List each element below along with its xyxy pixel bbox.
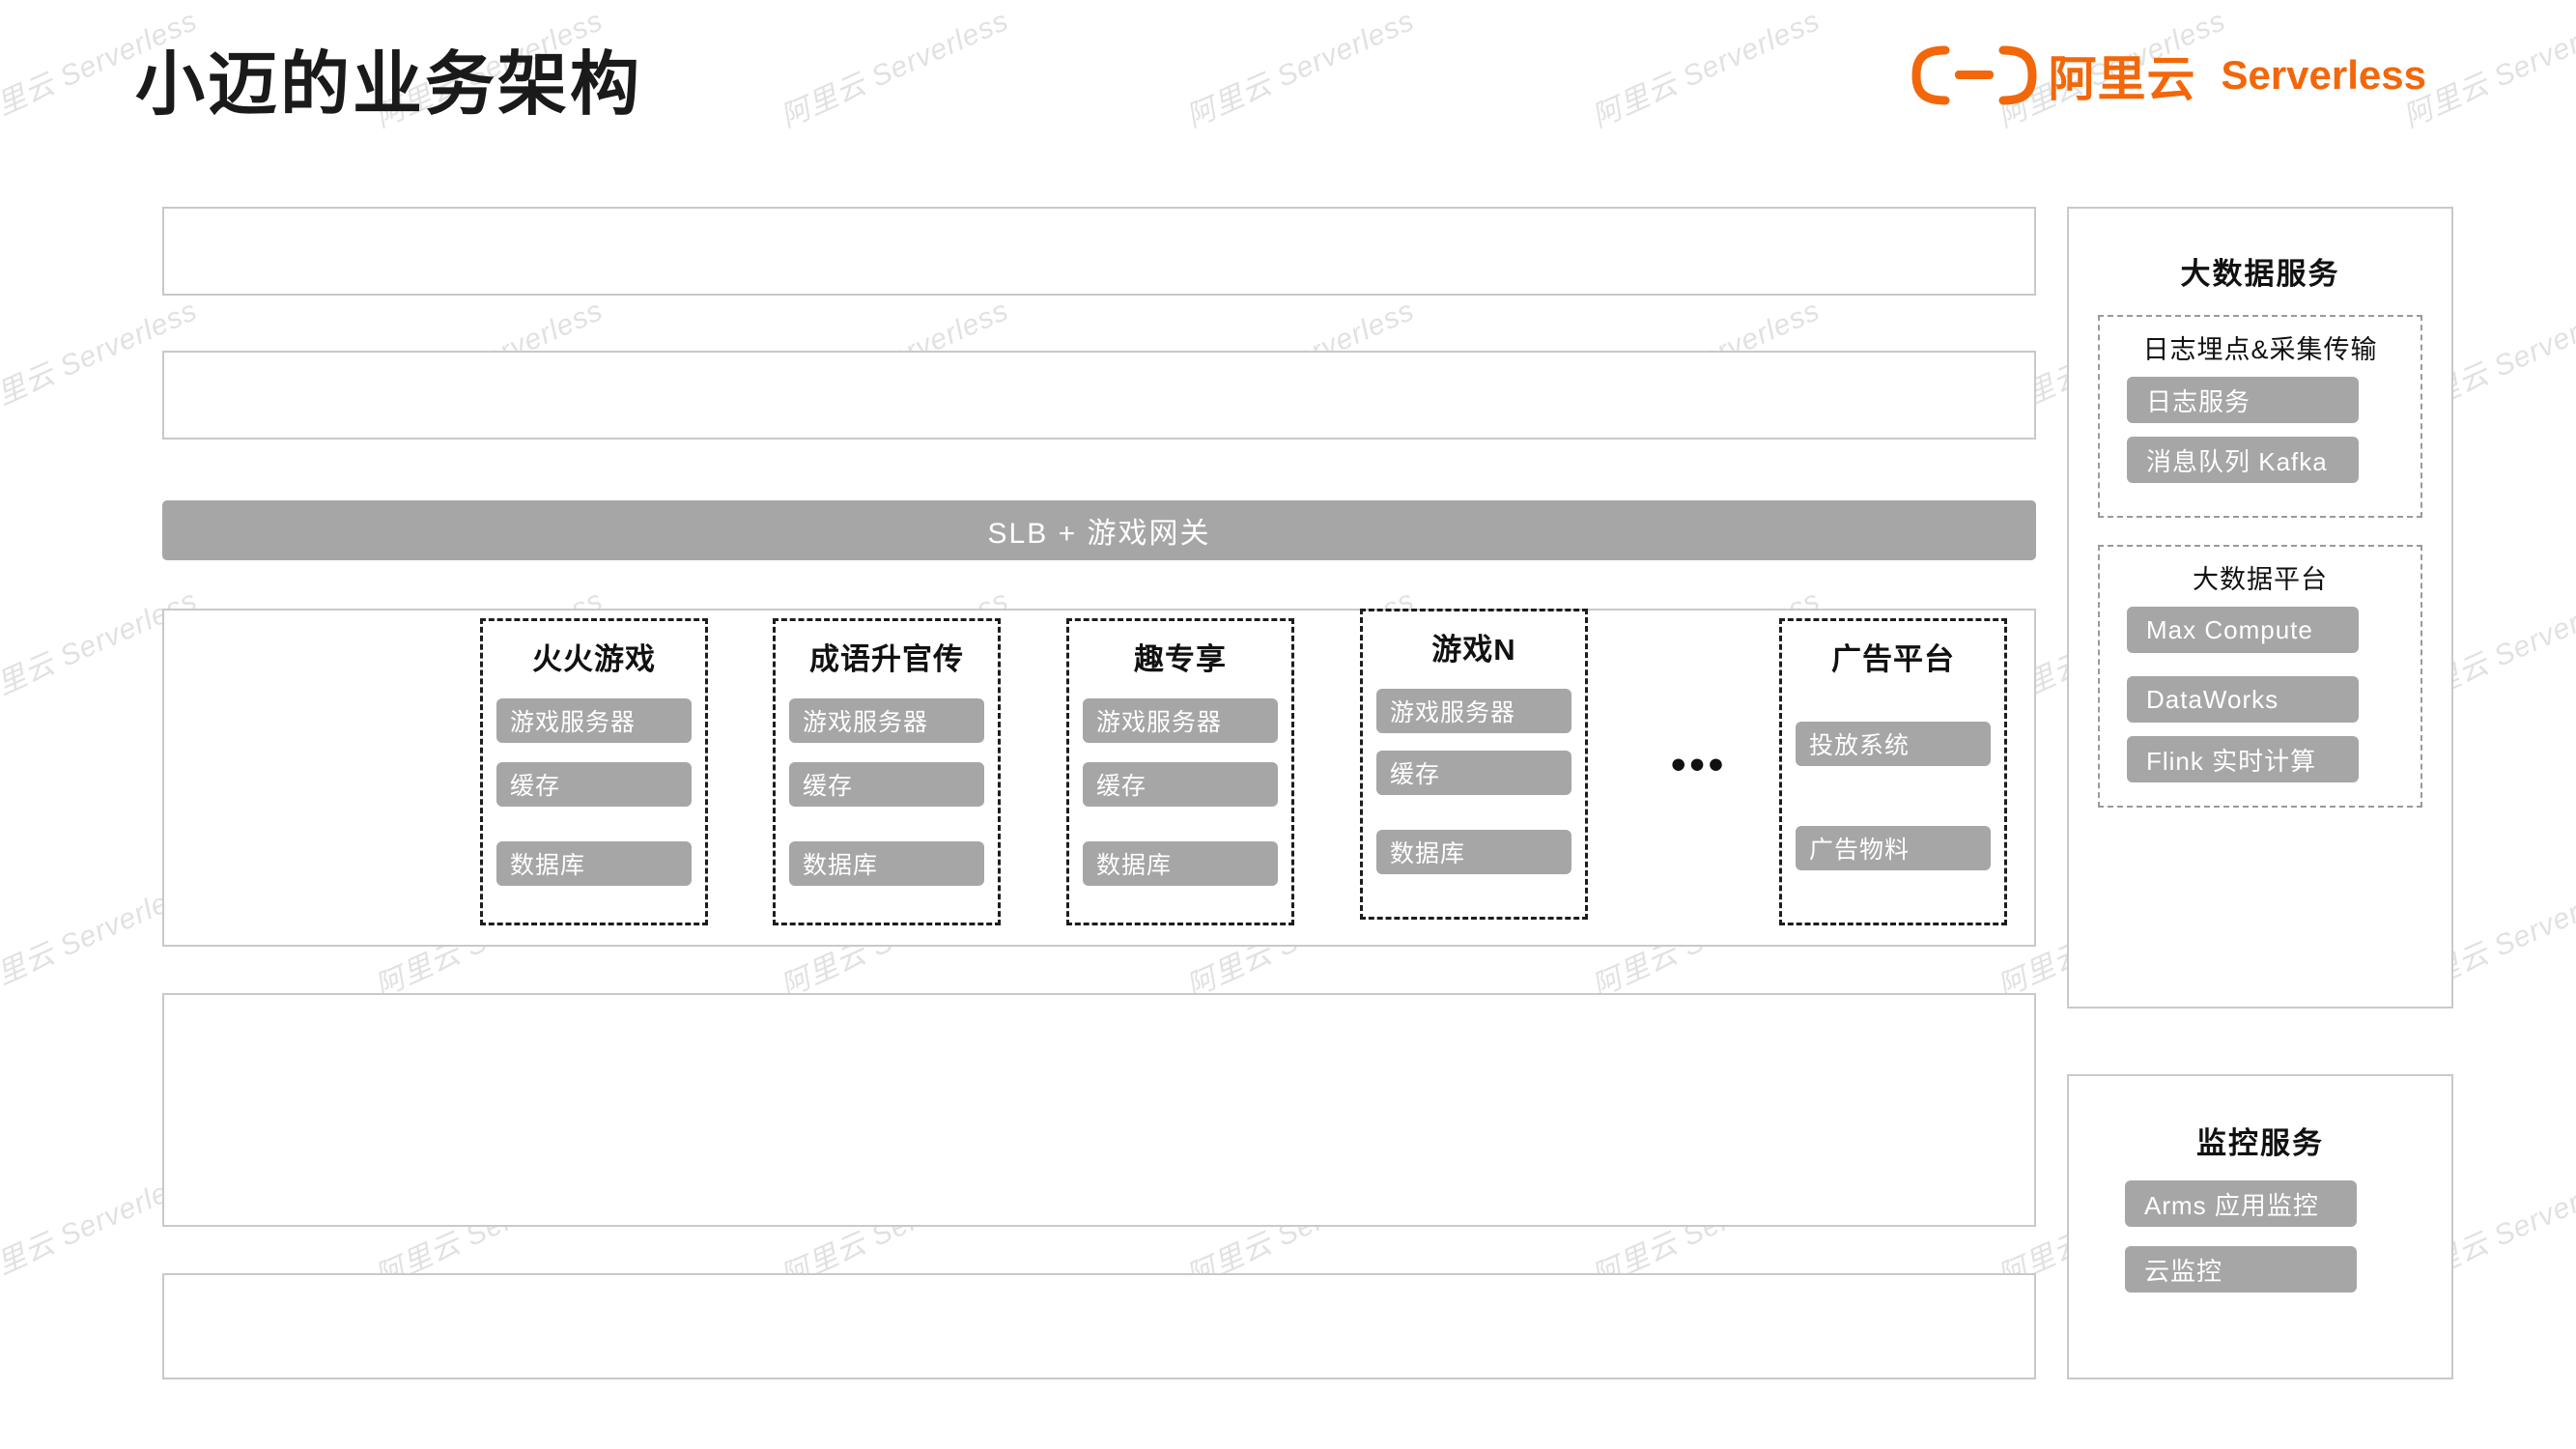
- gateway-band[interactable]: SLB + 游戏网关: [162, 500, 2036, 560]
- game-card-item[interactable]: 缓存: [1083, 762, 1278, 807]
- game-card-item[interactable]: 缓存: [789, 762, 984, 807]
- game-card-item[interactable]: 数据库: [1083, 841, 1278, 886]
- game-card[interactable]: 成语升官传 游戏服务器 缓存 数据库: [773, 618, 1001, 925]
- game-card-title: 火火游戏: [532, 642, 656, 676]
- brand-lockup: 阿里云 Serverless: [1911, 41, 2426, 110]
- bigdata-group-log-title: 日志埋点&采集传输: [2142, 335, 2378, 364]
- game-card-item[interactable]: 缓存: [496, 762, 692, 807]
- bigdata-group-platform: 大数据平台 Max Compute DataWorks Flink 实时计算: [2098, 545, 2422, 808]
- chip-flink[interactable]: Flink 实时计算: [2127, 736, 2359, 782]
- game-card[interactable]: 广告平台 投放系统 广告物料: [1779, 618, 2007, 925]
- game-card-title: 游戏N: [1431, 633, 1516, 667]
- sidebar-panel-bigdata: 大数据服务 日志埋点&采集传输 日志服务 消息队列 Kafka 大数据平台 Ma…: [2067, 207, 2453, 1009]
- chip-log-service[interactable]: 日志服务: [2127, 377, 2359, 423]
- game-card[interactable]: 游戏N 游戏服务器 缓存 数据库: [1360, 609, 1588, 920]
- game-card-item[interactable]: 广告物料: [1796, 826, 1991, 870]
- game-card-item[interactable]: 数据库: [1376, 830, 1571, 874]
- brand-name-en: Serverless: [2221, 52, 2426, 98]
- game-card[interactable]: 趣专享 游戏服务器 缓存 数据库: [1066, 618, 1294, 925]
- game-card-item[interactable]: 投放系统: [1796, 722, 1991, 766]
- bigdata-group-log: 日志埋点&采集传输 日志服务 消息队列 Kafka: [2098, 315, 2422, 518]
- chip-max-compute[interactable]: Max Compute: [2127, 607, 2359, 653]
- row-panel-platform: [162, 993, 2036, 1227]
- page-title: 小迈的业务架构: [135, 46, 643, 124]
- game-card-item[interactable]: 游戏服务器: [1083, 698, 1278, 743]
- game-card-title: 广告平台: [1831, 642, 1955, 676]
- sidebar-panel-monitor: 监控服务 Arms 应用监控 云监控: [2067, 1074, 2453, 1379]
- bigdata-group-platform-title: 大数据平台: [2193, 565, 2328, 594]
- sidebar-bigdata-title: 大数据服务: [2180, 257, 2340, 291]
- row-panel-traffic-security: [162, 351, 2036, 440]
- game-card-title: 趣专享: [1134, 642, 1227, 676]
- game-card-item[interactable]: 数据库: [789, 841, 984, 886]
- alibaba-cloud-logo-icon: 阿里云: [1911, 41, 2195, 110]
- chip-cloud-monitor[interactable]: 云监控: [2125, 1246, 2357, 1293]
- sidebar-monitor-title: 监控服务: [2196, 1126, 2324, 1160]
- brand-name-cn: 阿里云: [2048, 52, 2196, 106]
- row-panel-infrastructure: [162, 1273, 2036, 1379]
- row-panel-business: [162, 609, 2036, 947]
- chip-dataworks[interactable]: DataWorks: [2127, 676, 2359, 723]
- game-card-item[interactable]: 游戏服务器: [1376, 689, 1571, 733]
- game-card-item[interactable]: 游戏服务器: [789, 698, 984, 743]
- game-card-item[interactable]: 数据库: [496, 841, 692, 886]
- chip-arms-monitor[interactable]: Arms 应用监控: [2125, 1180, 2357, 1227]
- game-card-item[interactable]: 缓存: [1376, 751, 1571, 795]
- page-header: 小迈的业务架构 阿里云 Serverless: [0, 0, 2576, 184]
- game-card-item[interactable]: 游戏服务器: [496, 698, 692, 743]
- game-card-title: 成语升官传: [809, 642, 964, 676]
- game-card[interactable]: 火火游戏 游戏服务器 缓存 数据库: [480, 618, 708, 925]
- row-panel-multi-end: [162, 207, 2036, 296]
- chip-kafka[interactable]: 消息队列 Kafka: [2127, 437, 2359, 483]
- ellipsis-separator: •••: [1671, 741, 1728, 788]
